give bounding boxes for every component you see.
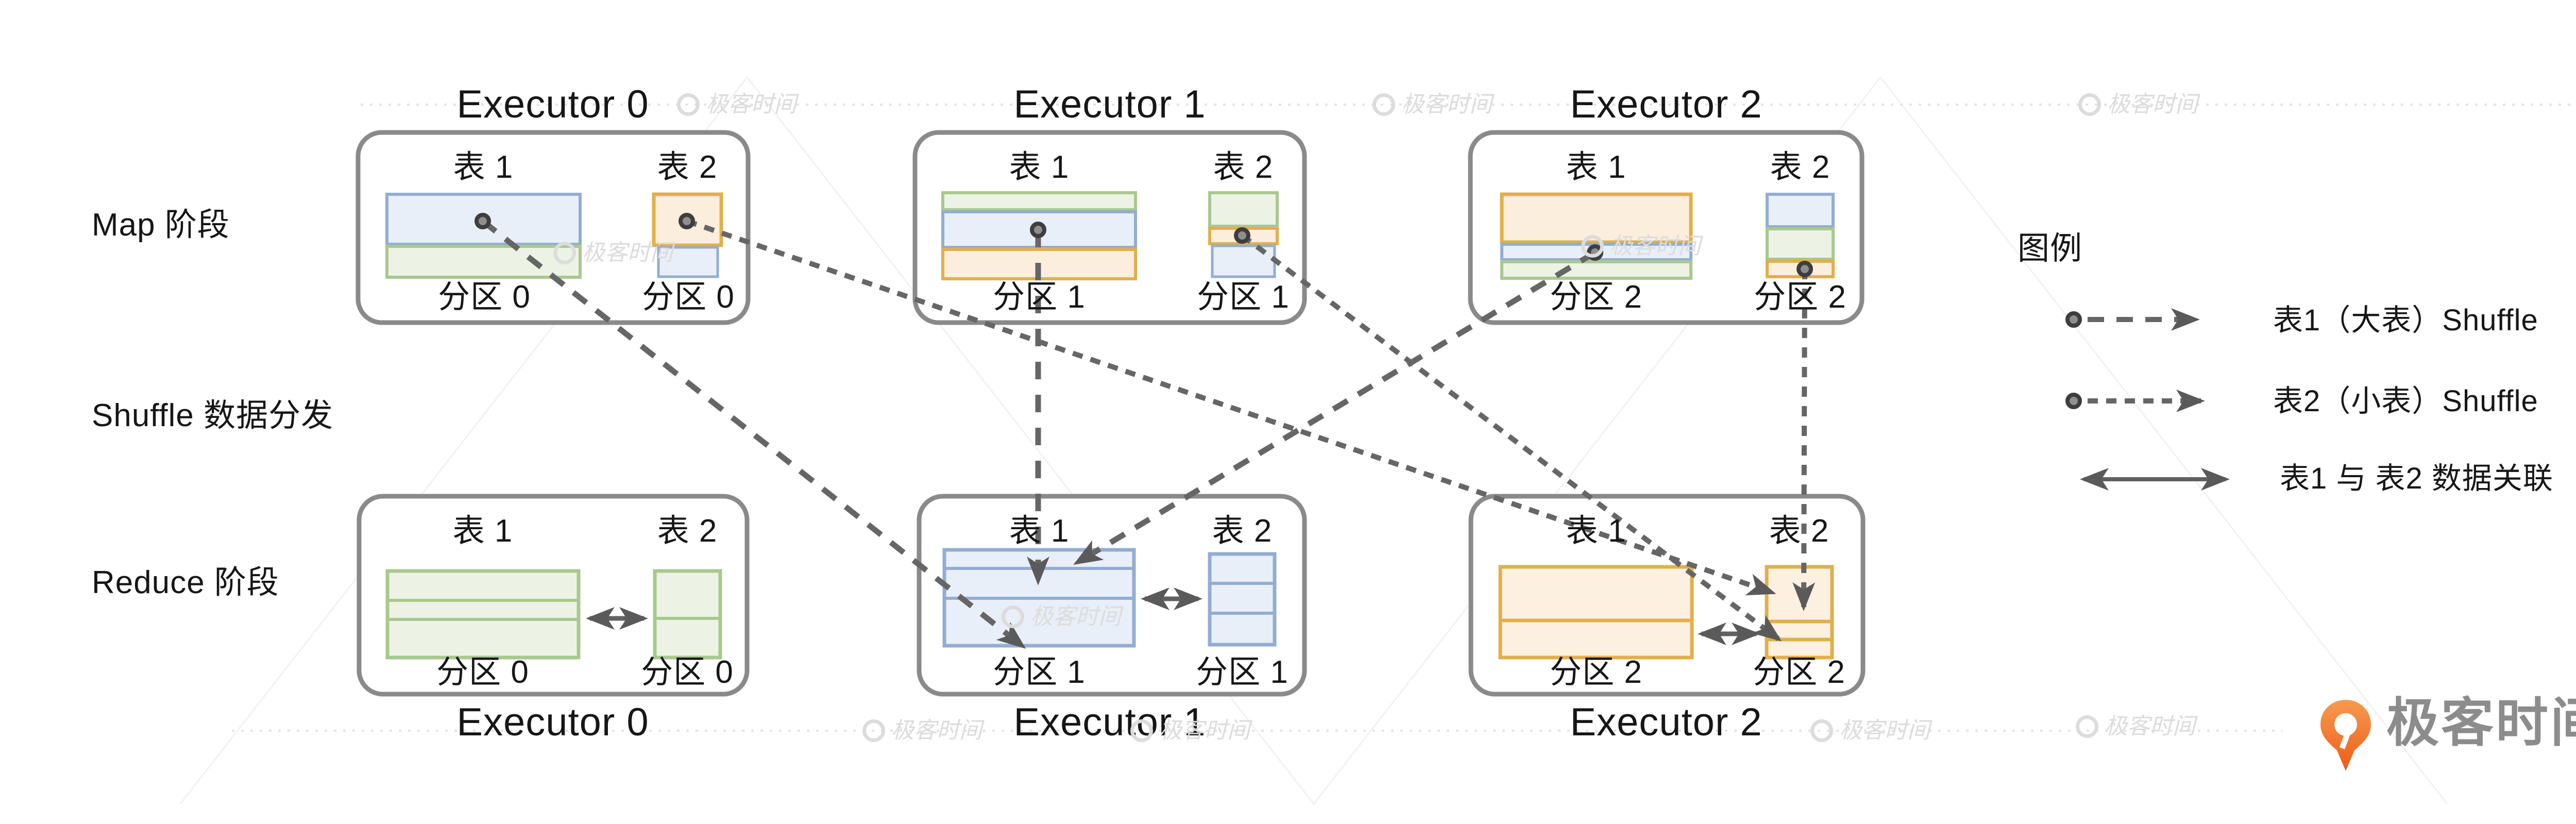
watermark-text: 极客时间 — [1610, 233, 1701, 259]
table2-green-block — [1766, 227, 1835, 261]
reduce-executor-0-label: Executor 0 — [456, 700, 649, 744]
shuffle-source-dots — [474, 213, 1813, 277]
geektime-logo: 极客时间 — [2314, 697, 2576, 749]
watermark-text: 极客时间 — [2105, 714, 2195, 739]
watermark-text: 极客时间 — [1401, 92, 1492, 117]
shuffle-lines — [481, 218, 1816, 649]
map-executor-1-label: Executor 1 — [1013, 82, 1206, 126]
reduce-e2-table2-label: 表 2 — [1769, 513, 1829, 549]
reduce-e0-table2-label: 表 2 — [657, 513, 718, 549]
watermark-text: 极客时间 — [2107, 92, 2198, 117]
watermark: 极客时间 — [1002, 606, 1121, 628]
legend-item-join: 表1 与 表2 数据关联 — [2280, 462, 2553, 495]
watermark: 极客时间 — [2078, 93, 2198, 116]
watermark: 极客时间 — [1372, 93, 1492, 116]
watermark-text: 极客时间 — [891, 718, 982, 743]
reduce-e2-table1-label: 表 1 — [1566, 513, 1626, 549]
watermark-text: 极客时间 — [706, 92, 796, 117]
watermark: 极客时间 — [1581, 235, 1701, 258]
source-dot-e1-table2 — [1234, 227, 1250, 244]
table1-green-block — [385, 245, 582, 279]
legend-item-table1-shuffle: 表1（大表）Shuffle — [2273, 304, 2538, 337]
shuffle-line-table2-e1-to-reduce-e2 — [1240, 233, 1782, 642]
reduce-e1-table1-label: 表 1 — [1009, 513, 1070, 549]
watermark: 极客时间 — [553, 242, 673, 264]
legend-graphics — [2065, 308, 2230, 491]
table2-blue-table — [1208, 552, 1277, 647]
watermark: 极客时间 — [2076, 715, 2195, 738]
logo-text: 极客时间 — [2386, 694, 2576, 752]
watermark-text: 极客时间 — [1839, 718, 1930, 743]
table1-green-table — [385, 569, 581, 660]
watermark-text: 极客时间 — [1159, 718, 1250, 743]
shuffle-line-table1-e2-to-reduce-e1 — [1073, 250, 1597, 565]
reduce-e2-table2 — [1765, 565, 1834, 660]
watermark-text: 极客时间 — [582, 240, 673, 265]
reduce-e1-table2-label: 表 2 — [1212, 513, 1273, 549]
shuffle-line-table2-e0-to-reduce-e2 — [686, 218, 1776, 596]
source-dot-e0-table2 — [679, 213, 695, 229]
map-e2-table2-partition-label: 分区 2 — [1754, 279, 1846, 315]
reduce-e0-table1-label: 表 1 — [452, 513, 513, 549]
map-e2-table1-partition-label: 分区 2 — [1550, 279, 1642, 315]
legend-item-table2-shuffle: 表2（小表）Shuffle — [2273, 384, 2538, 418]
source-dot-e2-table2 — [1797, 261, 1813, 277]
reduce-e2-table2-partition-label: 分区 2 — [1753, 654, 1845, 690]
map-e1-table2-partition-label: 分区 1 — [1197, 279, 1290, 315]
map-e0-table1-label: 表 1 — [453, 149, 514, 185]
watermark: 极客时间 — [677, 93, 796, 116]
map-e2-table2-label: 表 2 — [1770, 149, 1831, 185]
map-e1-table2-label: 表 2 — [1213, 149, 1274, 185]
map-e0-table2-label: 表 2 — [657, 149, 718, 185]
map-e0-table2-partition-label: 分区 0 — [642, 279, 735, 315]
table1-orange-table — [1498, 565, 1694, 660]
legend-dot-table2 — [2065, 393, 2082, 409]
watermark: 极客时间 — [1130, 719, 1250, 742]
shuffle-line-table2-e2-to-reduce-e2 — [1792, 268, 1816, 611]
logo-pin-tail — [2339, 727, 2353, 749]
reduce-executor-2-label: Executor 2 — [1570, 700, 1762, 744]
table2-green-table — [653, 569, 722, 660]
table1-green-block — [941, 191, 1137, 211]
map-e0-table1 — [385, 193, 582, 279]
stage-label-shuffle: Shuffle 数据分发 — [92, 398, 334, 433]
table2-green-block — [1208, 191, 1279, 228]
watermark-text: 极客时间 — [1030, 604, 1121, 629]
geektime-logo-icon — [2320, 700, 2371, 771]
reduce-e1-table2 — [1208, 552, 1277, 647]
source-dot-e0-table1 — [474, 213, 491, 229]
reduce-e2-table1 — [1498, 565, 1694, 660]
join-arrows — [586, 587, 1760, 645]
reduce-e0-table2-partition-label: 分区 0 — [641, 654, 734, 690]
reduce-e2-table1-partition-label: 分区 2 — [1550, 654, 1642, 690]
legend-title: 图例 — [2018, 231, 2083, 266]
map-e1-table1-partition-label: 分区 1 — [993, 279, 1086, 315]
table2-blue-block — [1766, 193, 1835, 228]
watermark: 极客时间 — [1810, 719, 1930, 742]
map-executor-0-label: Executor 0 — [456, 82, 649, 126]
map-e1-table1-label: 表 1 — [1009, 149, 1070, 185]
reduce-e0-table1-partition-label: 分区 0 — [436, 654, 529, 690]
table1-green-block — [1500, 260, 1692, 280]
source-dot-e1-table1 — [1030, 222, 1046, 238]
stage-label-reduce: Reduce 阶段 — [92, 565, 279, 600]
table2-orange-table — [1765, 565, 1834, 660]
reduce-e0-table1 — [385, 569, 581, 660]
reduce-e0-table2 — [653, 569, 722, 660]
map-executor-2-label: Executor 2 — [1570, 82, 1762, 126]
legend-dot-table1 — [2065, 311, 2082, 328]
map-e2-table1-label: 表 1 — [1566, 149, 1626, 185]
map-e0-table1-partition-label: 分区 0 — [438, 279, 531, 315]
watermark: 极客时间 — [862, 719, 982, 742]
reduce-e1-table2-partition-label: 分区 1 — [1196, 654, 1289, 690]
reduce-e1-table1-partition-label: 分区 1 — [993, 654, 1086, 690]
stage-label-map: Map 阶段 — [92, 207, 230, 243]
